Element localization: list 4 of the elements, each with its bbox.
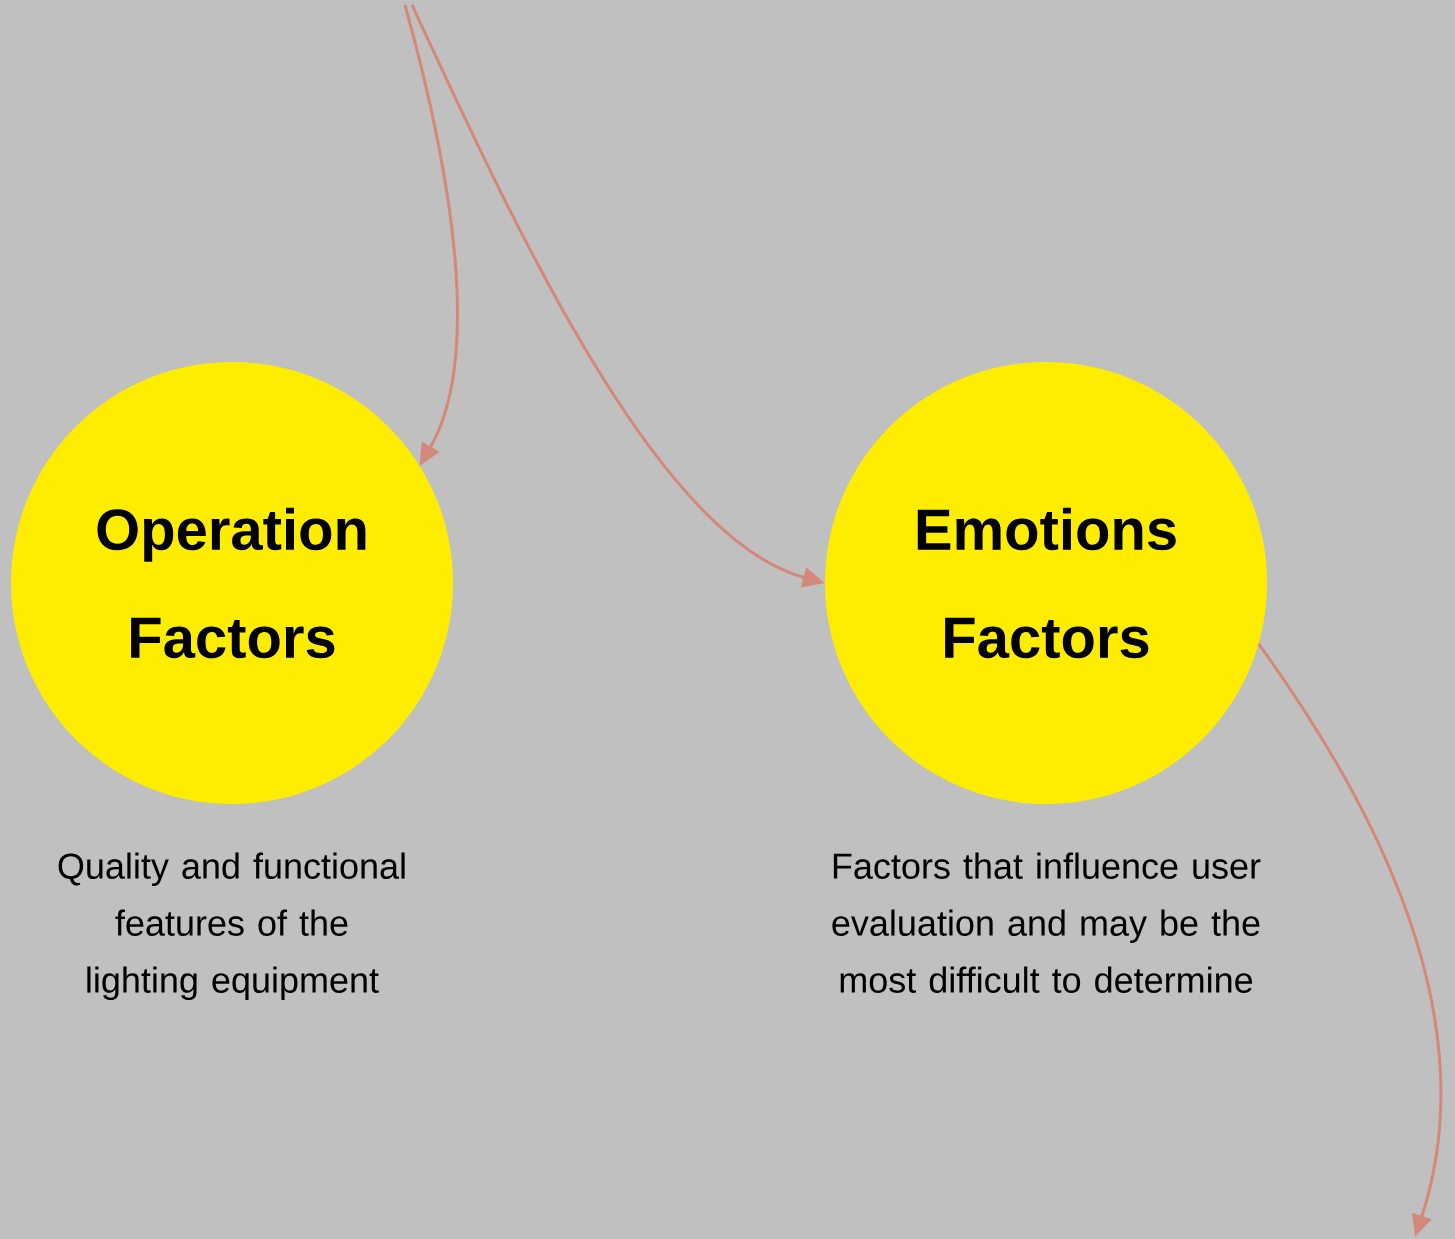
description-text: Factors that influence user evaluation and may be the most difficult to determine xyxy=(832,852,1261,993)
circle-node: Emotions Factors xyxy=(825,362,1267,804)
description-text: Quality and functional features of the lighting equipment xyxy=(58,852,405,1001)
circle-node: Operation Factors xyxy=(11,362,453,804)
